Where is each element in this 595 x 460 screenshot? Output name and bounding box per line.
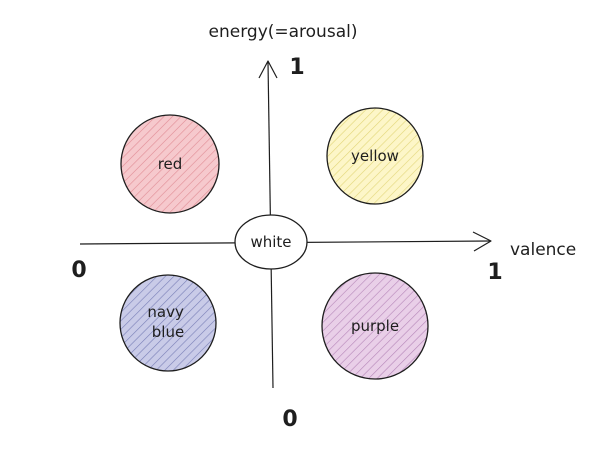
purple-label: purple <box>351 317 399 335</box>
x-axis-right-value: 1 <box>487 260 502 285</box>
yellow-label: yellow <box>351 147 399 165</box>
white-label: white <box>250 233 291 251</box>
y-axis-bottom-value: 0 <box>282 407 297 432</box>
yellow-label-line: yellow <box>351 147 399 165</box>
red-circle <box>120 114 220 214</box>
y-axis-title: energy(=arousal) <box>209 22 358 42</box>
navy-blue-label-line-1: navy <box>147 303 184 321</box>
x-axis-title: valence <box>510 240 576 260</box>
y-axis-arrowhead <box>258 60 278 79</box>
x-axis-arrowhead <box>472 231 492 252</box>
yellow-circle <box>326 107 424 205</box>
x-axis-left-value: 0 <box>71 258 86 283</box>
purple-label-line: purple <box>351 317 399 335</box>
navy-blue-label-line-2: blue <box>152 323 184 341</box>
navy-blue-circle <box>119 274 217 372</box>
quadrant-navy-blue: navy blue <box>119 274 217 372</box>
red-label: red <box>158 155 183 173</box>
quadrant-yellow: yellow <box>326 107 424 205</box>
purple-circle <box>321 272 429 380</box>
quadrant-red: red <box>120 114 220 214</box>
red-label-line: red <box>158 155 183 173</box>
navy-blue-label: navy blue <box>147 303 188 341</box>
quadrant-purple: purple <box>321 272 429 380</box>
white-ellipse <box>234 214 308 270</box>
y-axis-top-value: 1 <box>289 55 304 80</box>
center-white: white <box>234 214 308 270</box>
